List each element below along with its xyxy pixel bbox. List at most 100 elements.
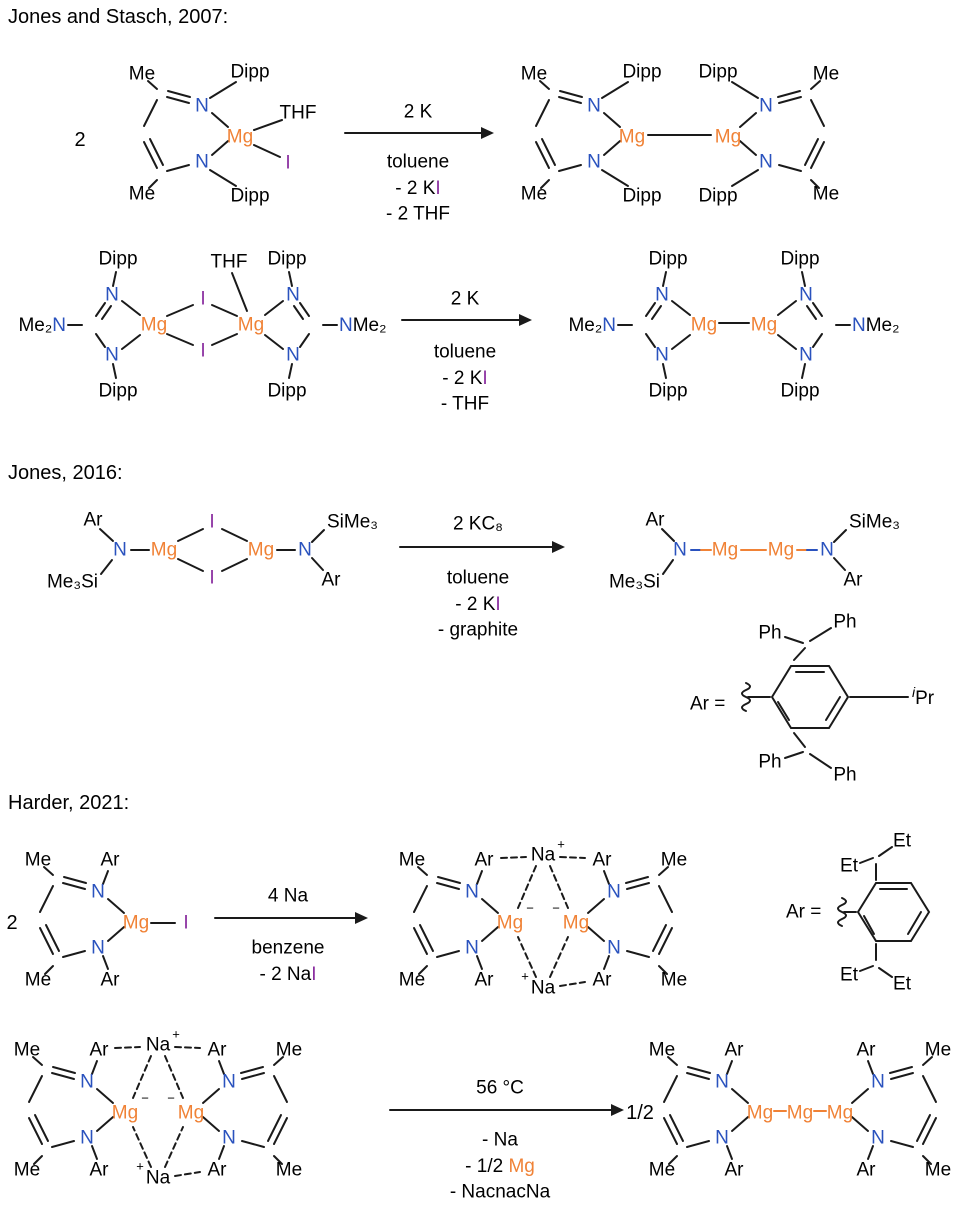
byproduct-label: - 1/2 Mg [465,1156,535,1177]
r2-product-mg-mg-dimer: Me₂N Dipp Dipp N N Mg Mg N N Dipp Dipp N… [568,249,899,402]
atom-label-dipp: Dipp [98,381,137,402]
atom-label-n: N [222,1128,236,1149]
section-title-3: Harder, 2021: [8,792,129,814]
ar-definition-jones: Ar = Ph Ph Ph Ph iPr [690,612,935,786]
atom-label-n: N [820,540,834,561]
atom-label-dipp: Dipp [230,186,269,207]
atom-label-n: N [871,1072,885,1093]
condition-above-arrow: 56 °C [476,1078,524,1099]
atom-label-n: N [871,1128,885,1149]
ar-definition-harder: Ar = Et Et Et Et [786,831,931,995]
ar-equals-label: Ar = [690,694,725,715]
charge-minus: − [141,1091,149,1106]
group-label-ar: Ar [90,1040,110,1061]
atom-label-iodine: I [285,153,290,174]
group-label-ph: Ph [833,612,856,633]
reagent-above-arrow: 2 K [451,289,480,310]
atom-label-dipp: Dipp [780,249,819,270]
atom-label-n: N [759,152,773,173]
guanidinate-skeleton [777,271,851,379]
atom-label-n: N [465,938,479,959]
group-label-ar: Ar [208,1040,228,1061]
atom-label-dipp: Dipp [698,62,737,83]
atom-label-na: Na [146,1168,171,1189]
atom-label-dipp: Dipp [698,186,737,207]
reagent-above-arrow: 4 Na [268,886,309,907]
atom-label-dipp: Dipp [267,249,306,270]
r5-reaction-arrow: 56 °C - Na - 1/2 Mg - NacnacNa [389,1078,624,1203]
charge-plus: + [521,969,529,984]
r2-reaction-arrow: 2 K toluene - 2 KI - THF [401,289,532,415]
group-label-ar: Ar [475,970,495,991]
atom-label-mg: Mg [238,315,264,336]
r5-product-mg-mg-mg-trimer: 1/2 Me Ar Ar Me N N N N Mg Mg Mg Me Ar A… [626,1040,951,1181]
atom-label-n: N [607,938,621,959]
byproduct-label: - Na [482,1130,518,1151]
reagent-above-arrow: 2 KC₈ [453,514,503,535]
byproduct-label: - 2 NaI [259,964,316,985]
r3-reaction-arrow: 2 KC₈ toluene - 2 KI - graphite [399,514,565,641]
atom-label-mg: Mg [563,913,589,934]
solvent-label: benzene [252,938,325,959]
nacnac-skeleton [39,866,125,975]
atom-label-me: Me [25,970,51,991]
nacnac-skeleton [413,866,499,975]
solvent-label: toluene [447,568,509,589]
atom-label-n: N [195,152,209,173]
group-label-sime3: SiMe₃ [327,512,378,533]
atom-label-me: Me [813,184,839,205]
atom-label-mg: Mg [227,127,253,148]
atom-label-n: N [80,1072,94,1093]
atom-label-n: N [91,882,105,903]
atom-label-me: Me [649,1040,675,1061]
r4-product-na2mg2-complex: Me Ar Na + Ar Me N N N N Mg − Mg − Me Ar… [399,837,687,999]
r2-reactant-guanidinate-iodide-dimer: Me₂N Dipp Dipp N N Mg THF I I Mg N N Dip… [18,249,386,402]
atom-label-iodine: I [183,913,188,934]
atom-label-n: N [587,152,601,173]
guanidinate-skeleton [617,271,691,379]
atom-label-n: N [673,540,687,561]
group-label-ar: Ar [725,1040,745,1061]
atom-label-mg: Mg [151,540,177,561]
atom-label-n: N [286,345,300,366]
group-label-et: Et [893,974,912,995]
group-label-me3si: Me₃Si [47,572,98,593]
atom-label-n: N [286,285,300,306]
atom-label-mg: Mg [123,913,149,934]
atom-label-n: N [607,882,621,903]
group-label-ar: Ar [593,970,613,991]
group-label-ar: Ar [101,850,121,871]
atom-label-dipp: Dipp [648,249,687,270]
group-label-ar: Ar [857,1160,877,1181]
group-label-nme2: NMe₂ [339,315,387,336]
stoichiometric-coefficient: 1/2 [626,1102,654,1124]
group-label-ph: Ph [758,752,781,773]
r4-reactant-nacnac-mg-iodide: 2 Me Ar N N Mg I Me Ar [6,850,188,991]
atom-label-n: N [799,285,813,306]
atom-label-mg: Mg [112,1103,138,1124]
atom-label-iodine: I [200,289,205,310]
atom-label-n: N [759,96,773,117]
group-label-et: Et [840,965,859,986]
charge-plus: + [136,1159,144,1174]
byproduct-label: - 2 KI [395,178,440,199]
byproduct-label: - 2 KI [442,368,487,389]
atom-label-mg: Mg [141,315,167,336]
atom-label-me: Me [925,1040,951,1061]
atom-label-me: Me [649,1160,675,1181]
atom-label-me: Me [129,64,155,85]
r1-reactant-nacnac-mg-thf-iodide: 2 Me Dipp N N Mg THF I Me Dipp [74,62,316,207]
atom-label-n: N [715,1128,729,1149]
stoichiometric-coefficient: 2 [6,912,17,934]
atom-label-iodine: I [209,568,214,589]
r5-reactant-na2mg2-complex: Me Ar Na + Ar Me N N N N Mg − Mg − Me Ar… [14,1027,302,1189]
atom-label-n: N [298,540,312,561]
group-label-ar: Ar [593,850,613,871]
guanidinate-skeleton [67,271,141,379]
guanidinate-skeleton [264,271,338,379]
atom-label-mg: Mg [712,540,738,561]
atom-label-me: Me [661,850,687,871]
atom-label-mg: Mg [827,1103,853,1124]
r3-product-mg-mg-dimer: Ar Me₃Si N Mg Mg N SiMe₃ Ar [609,510,900,593]
